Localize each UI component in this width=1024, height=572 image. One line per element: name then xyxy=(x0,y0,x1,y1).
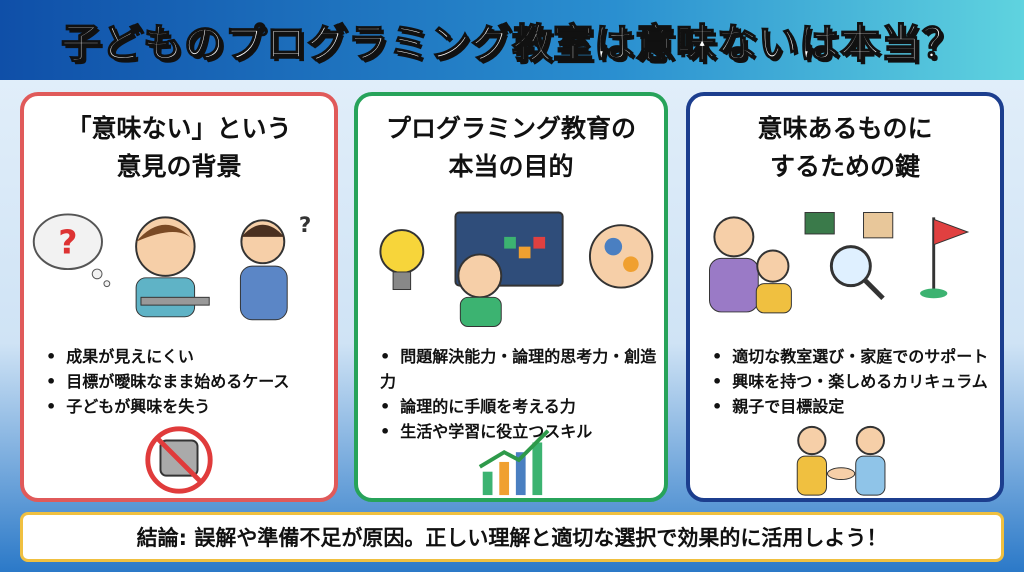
card-heading: プログラミング教育の本当の目的 xyxy=(358,110,664,186)
heading-line: プログラミング教育の xyxy=(385,114,636,143)
reason-list: 成果が見えにくい 目標が曖昧なまま始めるケース 子どもが興味を失う xyxy=(46,344,289,419)
list-item: 論理的に手順を考える力 xyxy=(380,394,664,419)
heading-line: 意見の背景 xyxy=(116,152,242,181)
page-title: 子どものプログラミング教室は意味ないは本当？ xyxy=(60,20,963,68)
list-item: 興味を持つ・楽しめるカリキュラム xyxy=(712,369,988,394)
svg-text:?: ? xyxy=(299,213,311,238)
list-item: 子どもが興味を失う xyxy=(46,394,289,419)
conclusion-text: 結論: 誤解や準備不足が原因。正しい理解と適切な選択で効果的に活用しよう！ xyxy=(136,526,888,550)
parent-child-icon xyxy=(709,216,792,314)
no-robot-icon xyxy=(145,426,213,494)
magnifier-classroom-icon xyxy=(804,212,894,301)
lightbulb-icon xyxy=(379,229,425,291)
tired-child-icon xyxy=(135,216,210,318)
parent-child-illustration xyxy=(709,212,970,314)
heading-line: するための鍵 xyxy=(769,152,920,181)
goal-flag-icon xyxy=(920,217,970,299)
card-heading: 「意味ない」という意見の背景 xyxy=(24,110,334,186)
key-list: 適切な教室選び・家庭でのサポート 興味を持つ・楽しめるカリキュラム 親子で目標設… xyxy=(712,344,988,419)
list-item: 問題解決能力・論理的思考力・創造力 xyxy=(380,344,664,394)
heading-line: 「意味ない」という xyxy=(66,114,292,143)
heading-line: 意味あるものに xyxy=(757,114,933,143)
confused-people-illustration: ? ? xyxy=(32,213,311,321)
conclusion-banner: 結論: 誤解や準備不足が原因。正しい理解と適切な選択で効果的に活用しよう！ xyxy=(20,512,1004,562)
thinking-adult-icon: ? xyxy=(239,213,311,321)
happy-child-icon xyxy=(457,253,503,328)
list-item: 目標が曖昧なまま始めるケース xyxy=(46,369,289,394)
svg-text:?: ? xyxy=(58,222,77,261)
thought-bubble-icon: ? xyxy=(32,213,111,288)
brain-gears-icon xyxy=(588,224,654,289)
heading-line: 本当の目的 xyxy=(448,152,574,181)
purpose-list: 問題解決能力・論理的思考力・創造力 論理的に手順を考える力 生活や学習に役立つス… xyxy=(380,344,664,444)
list-item: 成果が見えにくい xyxy=(46,344,289,369)
handshake-icon xyxy=(796,425,886,496)
card-heading: 意味あるものにするための鍵 xyxy=(690,110,1000,186)
growth-chart-icon xyxy=(478,429,550,496)
list-item: 適切な教室選び・家庭でのサポート xyxy=(712,344,988,369)
learning-child-illustration xyxy=(379,211,654,328)
title-banner: 子どものプログラミング教室は意味ないは本当？ xyxy=(0,0,1024,80)
list-item: 親子で目標設定 xyxy=(712,394,988,419)
